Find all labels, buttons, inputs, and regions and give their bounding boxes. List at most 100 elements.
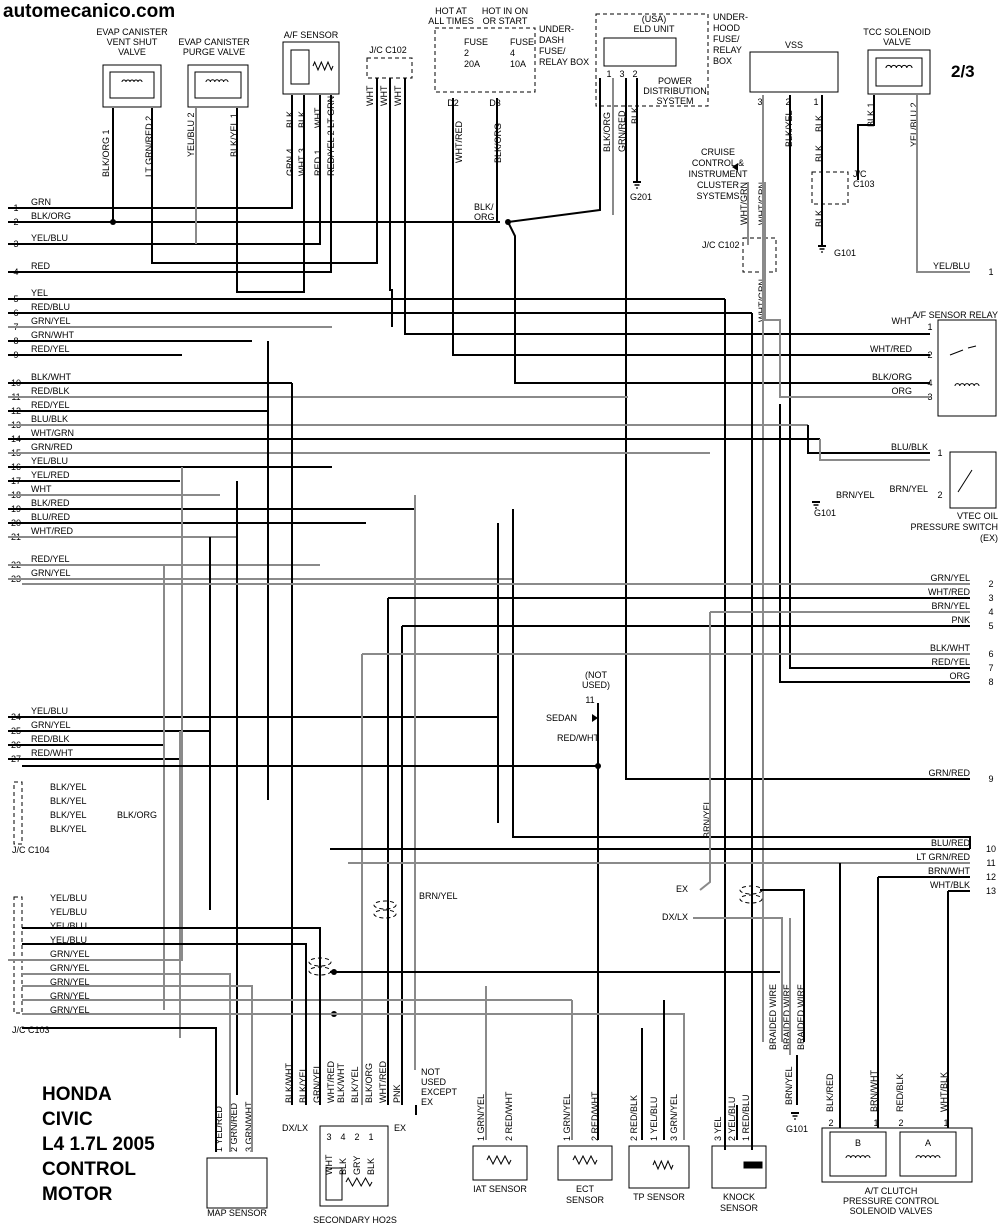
shield-icon (373, 900, 397, 910)
solenoid-valve-b (829, 1131, 887, 1177)
right-pin-number: 13 (986, 886, 996, 896)
wire (819, 439, 930, 461)
wire-label: 2 RED/WHT (504, 1091, 514, 1141)
valve-a-label: A (925, 1138, 931, 1148)
dxlx-label: DX/LX (662, 912, 688, 922)
left-wire-color: GRN (31, 197, 51, 207)
vss-pin: 3 (757, 97, 762, 107)
secondary-ho2s-label: SECONDARY HO2S (313, 1215, 397, 1225)
g101-label: G101 (834, 248, 856, 258)
fuse-2-label: FUSE (464, 37, 488, 47)
evap-purge-valve-label: EVAP CANISTER (178, 37, 250, 47)
wire-label: BRN/WHT (869, 1070, 879, 1112)
wire-label: RED 1 (313, 149, 323, 176)
right-wire-color: GRN/RED (928, 768, 970, 778)
wire-label: BLK (285, 111, 295, 128)
g101-bottom-label: G101 (786, 1124, 808, 1134)
wire (236, 95, 305, 293)
left-wire-color: YEL/BLU (31, 233, 68, 243)
right-wire-color: GRN/YEL (930, 573, 970, 583)
wire-label: WHT/RED (326, 1061, 336, 1103)
af-sensor-heater (290, 49, 310, 85)
resistor-icon (572, 1154, 598, 1166)
right-wire-color: YEL/BLU (933, 261, 970, 271)
cruise-control-label: CLUSTER (697, 180, 740, 190)
valve-pin: 2 (898, 1118, 903, 1128)
c104-wire-label: BLK/YEL (50, 810, 87, 820)
blk-org-junction-label: ORG (474, 212, 495, 222)
wire-label: WHT/GRN (739, 182, 749, 225)
right-pin-number: 7 (988, 663, 993, 673)
arrow-icon (592, 714, 598, 722)
wire (625, 78, 970, 780)
c103-wire-label: YEL/BLU (50, 907, 87, 917)
ho2s-pin: 2 (354, 1132, 359, 1142)
left-wire-color: RED/YEL (31, 400, 70, 410)
fuse-4-label: 4 (510, 48, 515, 58)
jc-c103-b-label: J/C C103 (12, 1025, 50, 1035)
sedan-label: SEDAN (546, 713, 577, 723)
underhood-fuse-relay-box-label: BOX (713, 56, 732, 66)
wire-label: BLK/YEL (298, 1066, 308, 1103)
af-sensor (282, 41, 340, 95)
underdash-fuse-relay-box-label: UNDER- (539, 24, 574, 34)
diagram-title: CIVIC (42, 1109, 93, 1130)
relay-switch-icon (949, 345, 977, 356)
evap-vent-valve-label: EVAP CANISTER (96, 27, 168, 37)
wire (8, 467, 183, 961)
valve-b-label: B (855, 1138, 861, 1148)
relay-wire-color: WHT/RED (870, 344, 912, 354)
vtec-ground-wire-label: BRN/YEL (836, 490, 875, 500)
knock-sensor-label: SENSOR (720, 1203, 759, 1213)
evap-purge-valve-label: PURGE VALVE (183, 47, 245, 57)
right-pin-number: 9 (988, 774, 993, 784)
wire-label: BRAIDED WIRE (782, 984, 792, 1050)
evap-purge-valve (187, 64, 249, 108)
dxlx-bottom-label: DX/LX (282, 1123, 308, 1133)
at-clutch-solenoid-valves (821, 1127, 973, 1183)
valve-pin: 2 (828, 1118, 833, 1128)
pin-11-label: 11 (585, 695, 594, 705)
fuse-4-label: FUSE (510, 37, 534, 47)
right-pin-number: 1 (988, 267, 993, 277)
vtec-switch-icon (957, 469, 973, 493)
af-sensor-relay (937, 319, 997, 417)
tp-sensor (628, 1145, 690, 1189)
right-wire-color: WHT/RED (928, 587, 970, 597)
at-clutch-label: A/T CLUTCH (865, 1186, 918, 1196)
power-distribution-label: POWER (658, 76, 693, 86)
vss (749, 51, 839, 93)
wire (764, 182, 930, 398)
power-distribution-label: DISTRIBUTION (643, 86, 707, 96)
left-wire-color: GRN/YEL (31, 720, 71, 730)
evap-vent-valve-label: VALVE (118, 47, 146, 57)
resistor-icon (652, 1159, 674, 1171)
relay-wire-color: BLK/ORG (872, 372, 912, 382)
diagram-title: L4 1.7L 2005 (42, 1134, 155, 1155)
c104-wire-label: BLK/YEL (50, 824, 87, 834)
c104-wire-label: BLK/YEL (50, 796, 87, 806)
wire-label: GRN/YEL (312, 1063, 322, 1103)
power-distribution-label: SYSTEM (656, 96, 693, 106)
map-sensor-label: MAP SENSOR (207, 1208, 267, 1218)
shield-icon (308, 957, 332, 967)
cruise-control-label: INSTRUMENT (689, 169, 748, 179)
valve-pin: 1 (943, 1118, 948, 1128)
jc-c104-connector (13, 781, 23, 845)
underdash-fuse-relay-box-label: FUSE/ (539, 46, 566, 56)
vtec-label: PRESSURE SWITCH (910, 522, 998, 532)
wire-label: BLK/ORG (602, 112, 612, 152)
wire-label: 1 RED/BLU (741, 1094, 751, 1141)
left-wire-color: BLK/WHT (31, 372, 72, 382)
ho2s-heater (325, 1167, 343, 1201)
knock-sensor-label: KNOCK (723, 1192, 755, 1202)
resistor-icon (312, 60, 334, 72)
secondary-ho2s (319, 1125, 389, 1207)
wire-label: BLK (338, 1158, 348, 1175)
diagram-title: MOTOR (42, 1184, 113, 1205)
not-used-label: USED) (582, 680, 610, 690)
underdash-fuse-box (434, 27, 536, 93)
wire-label: 1 YEL/BLU (649, 1097, 659, 1141)
fuse-4-label: 10A (510, 59, 526, 69)
wire-label: 1 GRN/YEL (476, 1094, 486, 1141)
